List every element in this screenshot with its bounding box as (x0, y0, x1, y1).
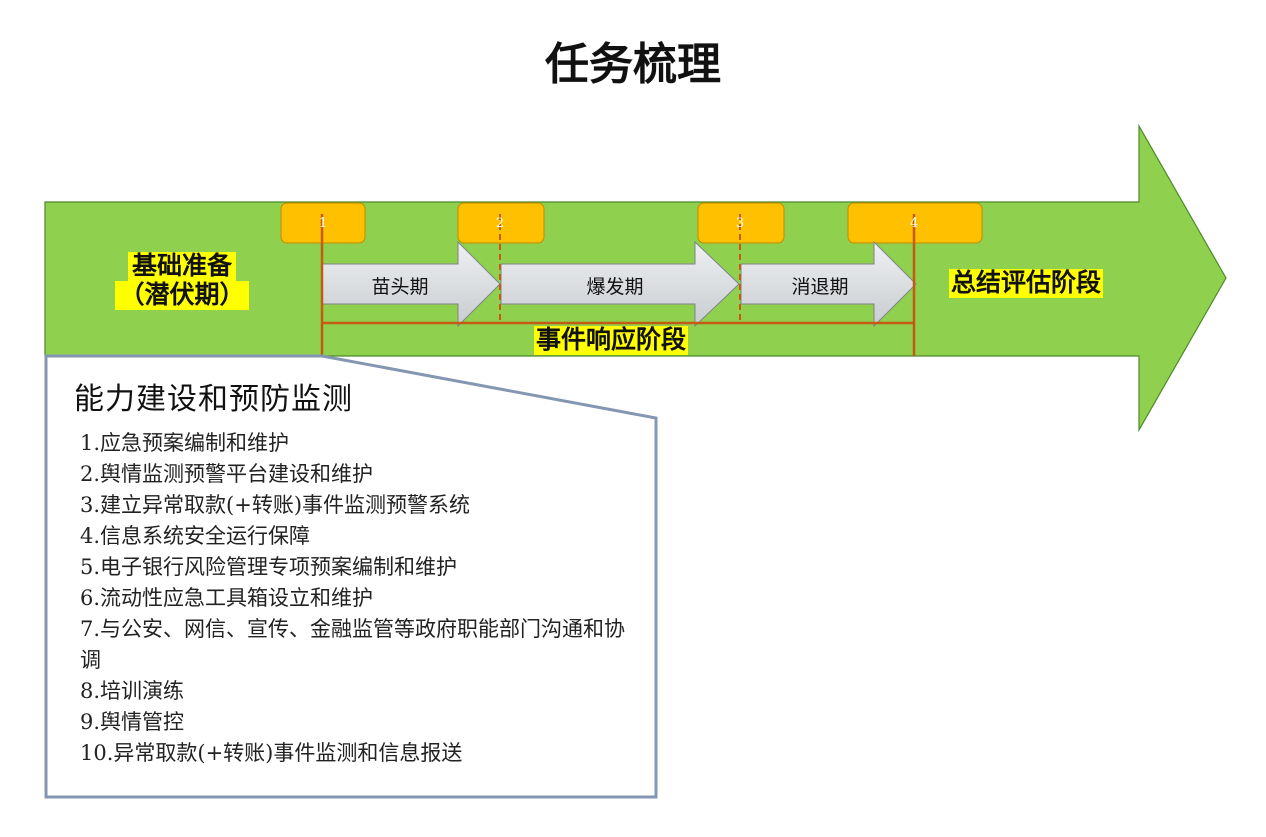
preparation-stage-line-2: （潜伏期） (115, 280, 249, 310)
task-list: 1.应急预案编制和维护 2.舆情监测预警平台建设和维护 3.建立异常取款(+转账… (80, 428, 640, 769)
list-item: 2.舆情监测预警平台建设和维护 (80, 462, 374, 486)
phase-label-1: 苗头期 (371, 276, 429, 298)
tag-2-label: 2 (495, 216, 505, 231)
callout-panel (44, 354, 658, 799)
list-item: 1.应急预案编制和维护 (80, 431, 290, 455)
tag-1-label: 1 (318, 216, 328, 231)
phase-label-2: 爆发期 (586, 276, 644, 298)
list-item: 8.培训演练 (80, 679, 185, 703)
phase-arrow-1 (321, 240, 501, 328)
page-title: 任务梳理 (545, 39, 721, 90)
list-item: 4.信息系统安全运行保障 (80, 524, 311, 548)
panel-title: 能力建设和预防监测 (74, 382, 353, 417)
phase-label-3: 消退期 (791, 276, 849, 298)
preparation-stage-line-1: 基础准备 (127, 251, 236, 281)
list-item: 5.电子银行风险管理专项预案编制和维护 (80, 555, 458, 579)
tag-3-box (697, 202, 785, 244)
phase-arrow-3 (740, 240, 917, 328)
summary-stage-label: 总结评估阶段 (949, 268, 1104, 298)
list-item: 10.异常取款(+转账)事件监测和信息报送 (80, 741, 463, 765)
phase-arrow-2 (500, 240, 740, 328)
list-item: 3.建立异常取款(+转账)事件监测预警系统 (80, 493, 471, 517)
response-stage-label: 事件响应阶段 (534, 325, 689, 355)
tag-3-label: 3 (735, 216, 745, 231)
list-item: 6.流动性应急工具箱设立和维护 (80, 586, 374, 610)
tag-4-label: 4 (909, 216, 919, 231)
list-item: 7.与公安、网信、宣传、金融监管等政府职能部门沟通和协调 (80, 617, 626, 672)
preparation-stage-label: 基础准备 （潜伏期） (107, 251, 257, 310)
list-item: 9.舆情管控 (80, 710, 185, 734)
tag-2-box (457, 202, 545, 244)
